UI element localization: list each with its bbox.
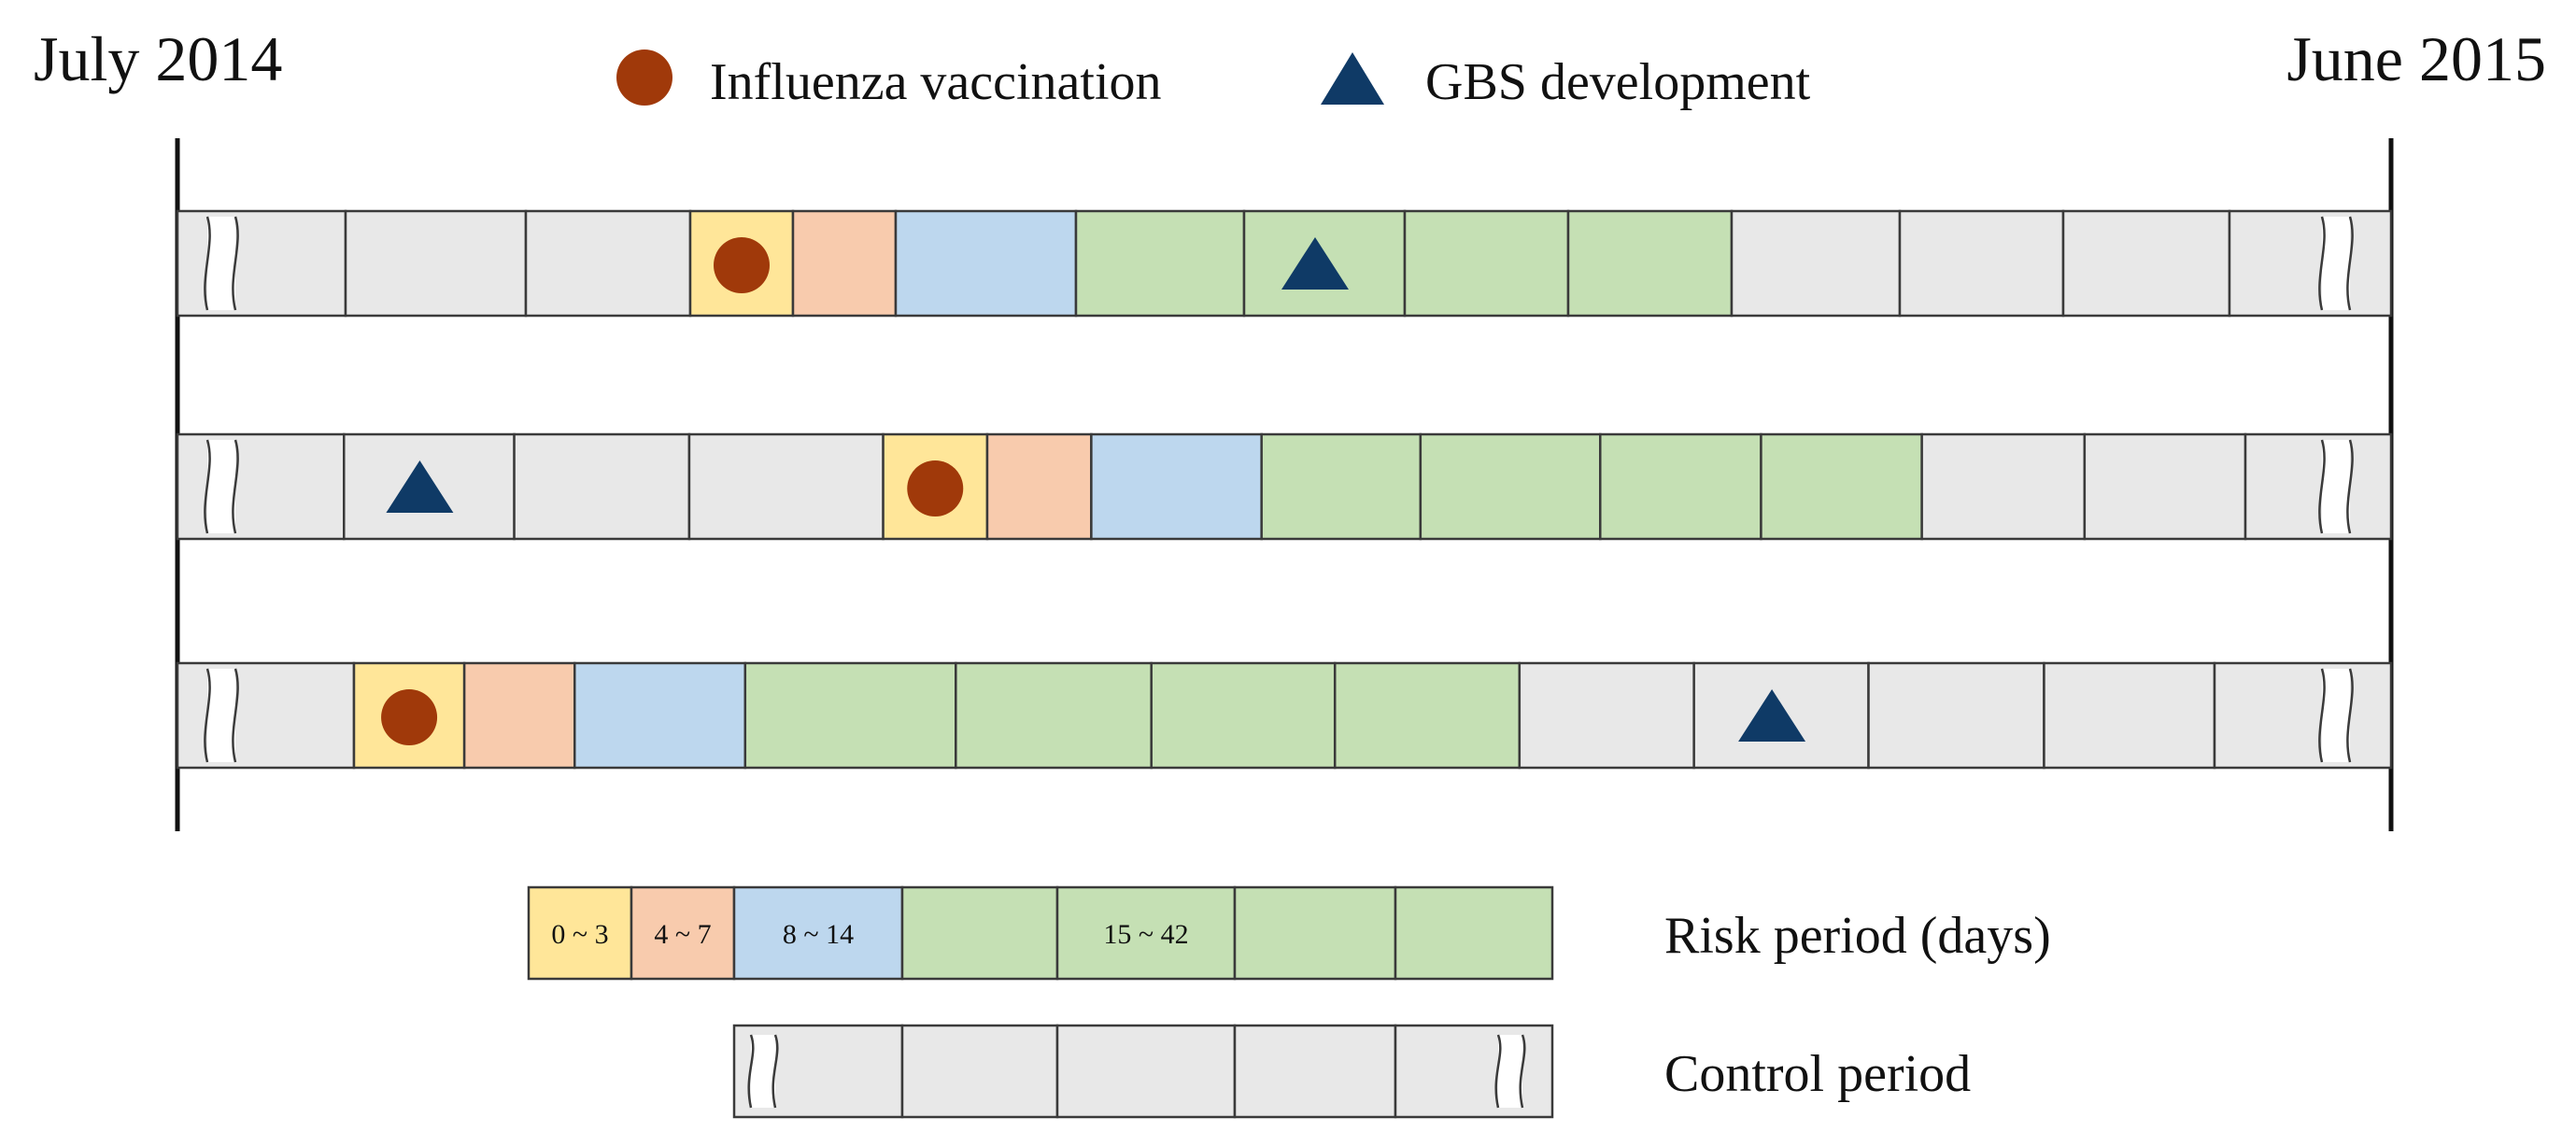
control-cell <box>176 209 347 318</box>
control-cell <box>2213 661 2393 770</box>
control-cell <box>176 661 356 770</box>
timeline-1 <box>176 209 2393 318</box>
risk-cell-4-7 <box>630 885 736 981</box>
risk-cell-8-14 <box>894 209 1078 318</box>
control-cell <box>2061 209 2231 318</box>
vaccination-marker-icon <box>714 237 770 293</box>
break-mark-icon <box>2318 668 2354 763</box>
risk-cell-15-42 <box>743 661 957 770</box>
timeline-2 <box>176 432 2393 541</box>
break-mark-icon <box>204 216 239 311</box>
risk-cell-15-42 <box>1333 661 1522 770</box>
break-mark-icon <box>747 1034 779 1109</box>
risk-cell-15-42 <box>1760 432 1923 541</box>
risk-period-label: Risk period (days) <box>1664 907 2051 965</box>
timeline-cells <box>176 661 2393 770</box>
control-cell <box>2043 661 2216 770</box>
control-cell <box>687 432 885 541</box>
control-cell <box>344 209 528 318</box>
risk-cell-15-42 <box>1055 885 1237 981</box>
control-cell <box>900 1024 1059 1119</box>
risk-cell-15-42 <box>1394 885 1554 981</box>
control-cell <box>2083 432 2247 541</box>
break-mark-icon <box>204 439 239 534</box>
control-cell <box>1898 209 2065 318</box>
risk-cell-15-42 <box>1599 432 1762 541</box>
break-mark-icon <box>2318 216 2354 311</box>
risk-cell-4-7 <box>462 661 576 770</box>
control-cell <box>2243 432 2393 541</box>
control-cell <box>1518 661 1695 770</box>
legend: Influenza vaccination GBS development <box>616 50 1811 111</box>
risk-label-4-7: 4 ~ 7 <box>654 919 711 950</box>
circle-icon <box>616 50 672 106</box>
risk-cell-15-42 <box>1566 209 1734 318</box>
triangle-icon <box>1321 52 1384 105</box>
control-cell <box>1394 1024 1554 1119</box>
break-mark-icon <box>204 668 239 763</box>
risk-cell-15-42 <box>1074 209 1246 318</box>
risk-cell-15-42 <box>1233 885 1397 981</box>
timeline-markers <box>714 237 1349 293</box>
control-cell <box>1055 1024 1237 1119</box>
gbs-marker-icon <box>386 460 454 513</box>
break-mark-icon <box>2318 439 2354 534</box>
break-mark-icon <box>1494 1034 1526 1109</box>
risk-label-8-14: 8 ~ 14 <box>783 919 854 950</box>
gbs-marker-icon <box>1281 237 1349 290</box>
timeline-cells <box>176 432 2393 541</box>
end-date-label: June 2015 <box>2286 23 2546 94</box>
control-period-label: Control period <box>1664 1045 1971 1103</box>
risk-label-0-3: 0 ~ 3 <box>551 919 608 950</box>
start-date-label: July 2014 <box>34 23 282 94</box>
risk-cell-4-7 <box>791 209 898 318</box>
risk-cell-0-3 <box>527 885 633 981</box>
control-cell <box>1730 209 1902 318</box>
risk-cell-15-42 <box>900 885 1059 981</box>
risk-cell-15-42 <box>1403 209 1570 318</box>
risk-cell-8-14 <box>573 661 747 770</box>
timeline-cells <box>176 209 2393 318</box>
control-cell <box>2228 209 2393 318</box>
control-cell <box>1920 432 2087 541</box>
risk-cell-4-7 <box>985 432 1093 541</box>
gbs-marker-icon <box>1738 689 1806 742</box>
vaccination-marker-icon <box>381 689 438 745</box>
risk-cell-0-3 <box>882 432 989 541</box>
risk-cell-15-42 <box>1150 661 1337 770</box>
timeline-markers <box>386 460 964 516</box>
control-cell <box>1233 1024 1397 1119</box>
vaccination-marker-icon <box>907 460 964 516</box>
legend-gbs-label: GBS development <box>1425 53 1811 111</box>
risk-cell-8-14 <box>732 885 904 981</box>
control-cell <box>1867 661 2045 770</box>
risk-cell-15-42 <box>1419 432 1602 541</box>
risk-cell-15-42 <box>955 661 1153 770</box>
risk-period-key: 0 ~ 3 4 ~ 7 8 ~ 14 15 ~ 42 Risk period (… <box>527 885 2051 981</box>
risk-cell-15-42 <box>1260 432 1422 541</box>
control-cell <box>176 432 346 541</box>
control-cell <box>513 432 691 541</box>
timeline-3 <box>176 661 2393 770</box>
control-period-key: Control period <box>732 1024 1971 1119</box>
legend-vaccination-label: Influenza vaccination <box>710 53 1162 111</box>
timeline-markers <box>381 689 1806 745</box>
risk-label-15-42: 15 ~ 42 <box>1103 919 1188 950</box>
control-cell <box>524 209 692 318</box>
risk-cell-8-14 <box>1090 432 1263 541</box>
